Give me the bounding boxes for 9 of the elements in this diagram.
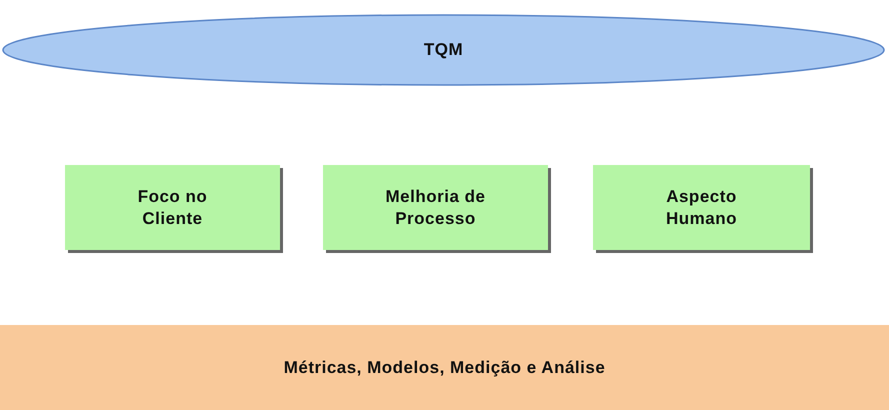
node-label: TQM (424, 39, 464, 61)
process-box (323, 165, 548, 250)
node-label: Foco no Cliente (136, 186, 208, 230)
process-box (65, 165, 280, 250)
node-label: Aspecto Humano (665, 186, 738, 230)
process-box (593, 165, 810, 250)
node-label: Métricas, Modelos, Medição e Análise (284, 356, 606, 378)
foundation-band (0, 325, 889, 410)
node-label: Melhoria de Processo (384, 186, 486, 230)
